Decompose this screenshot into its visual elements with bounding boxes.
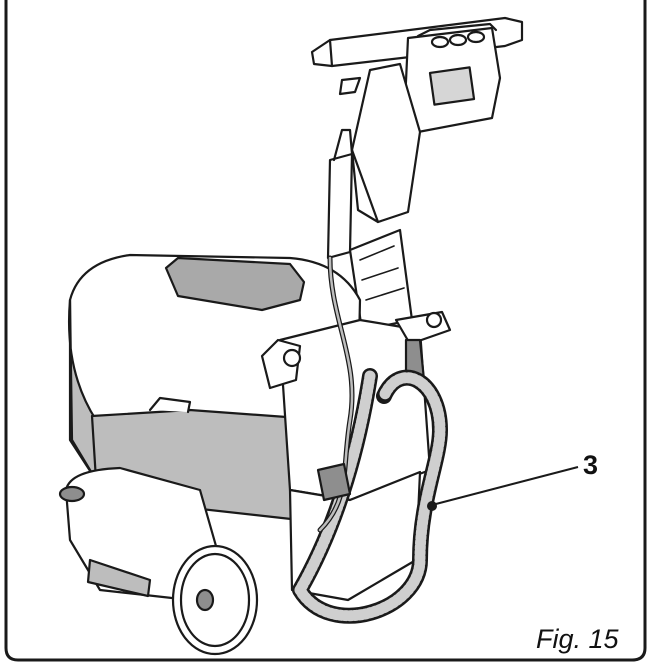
callout-label: 3 <box>583 450 599 480</box>
bolt <box>282 348 302 368</box>
floor-scrubber-machine <box>58 16 524 656</box>
panel-button <box>430 35 450 49</box>
display-screen <box>428 66 476 106</box>
panel-button <box>448 33 468 47</box>
callout-leader-line <box>431 466 579 506</box>
lever-grip <box>326 152 354 260</box>
panel-button <box>466 30 486 44</box>
deck-knob <box>58 485 86 503</box>
callout-target-dot <box>427 501 437 511</box>
figure-caption: Fig. 15 <box>536 624 619 654</box>
steering-column <box>350 62 422 224</box>
rear-wheel <box>171 544 259 656</box>
bolt <box>425 311 443 329</box>
figure-frame <box>4 0 647 662</box>
tank-lid <box>164 256 306 312</box>
